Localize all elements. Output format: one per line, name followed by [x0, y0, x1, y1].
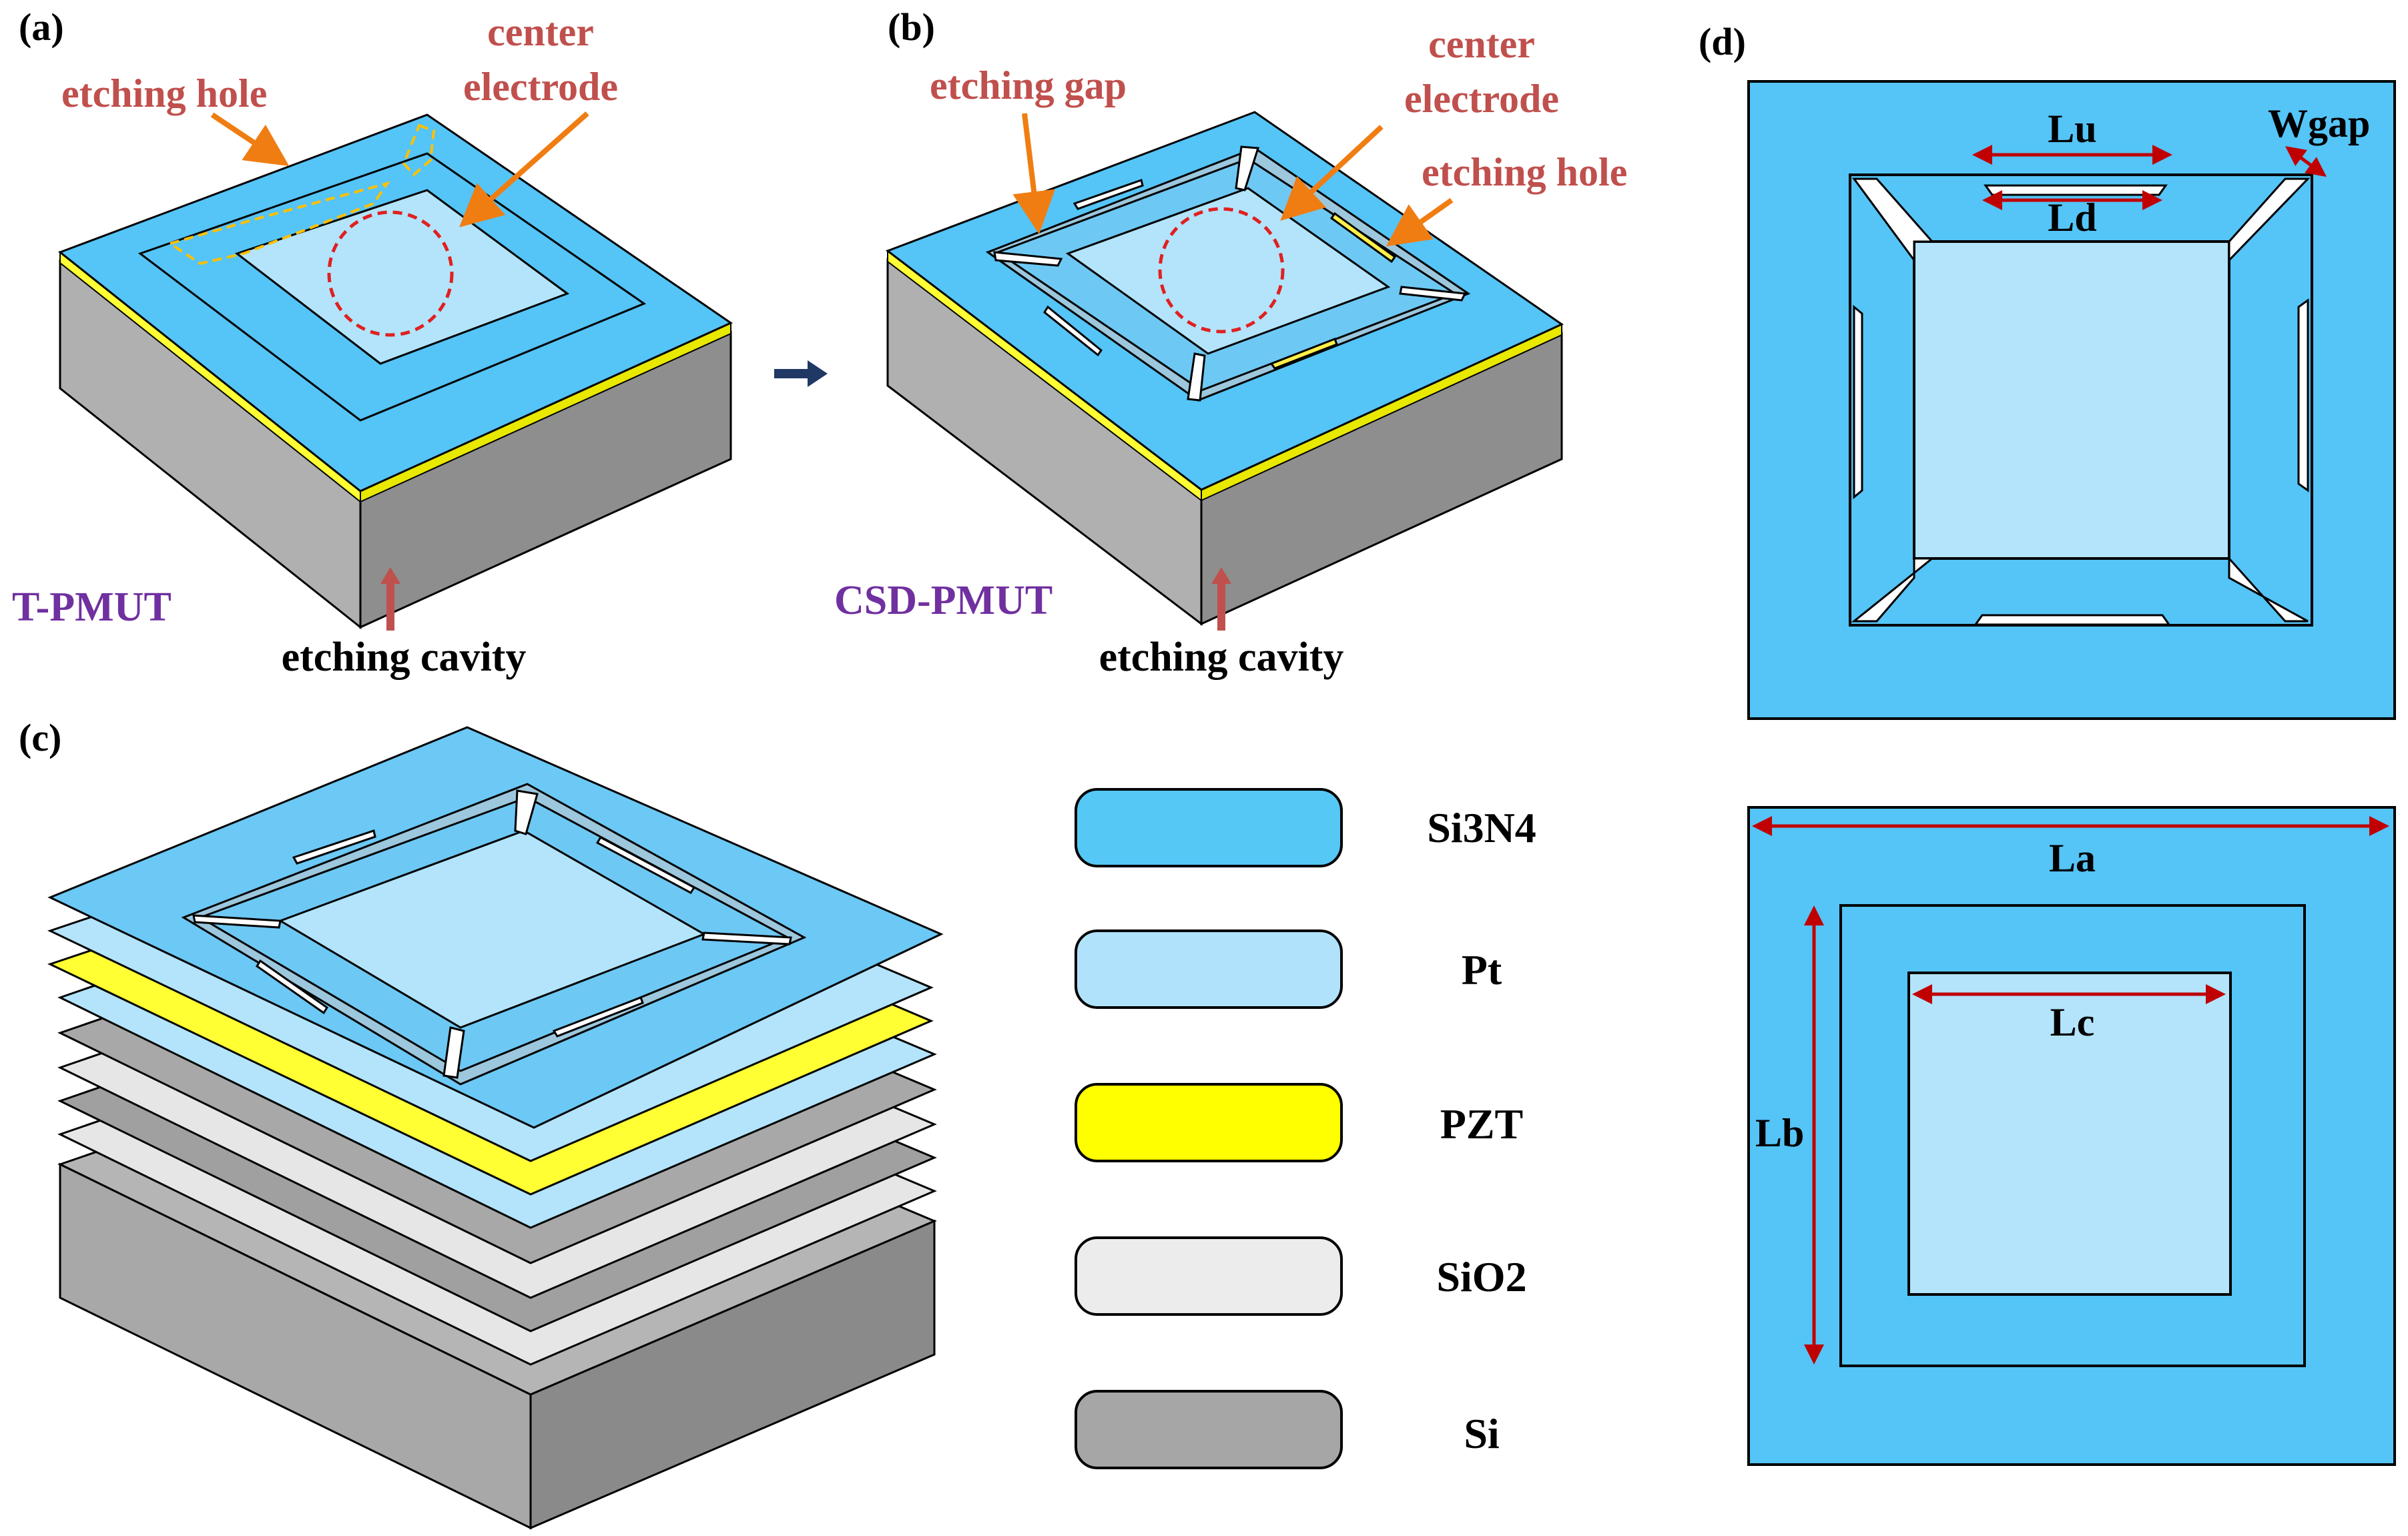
legend-swatch-pt: [1075, 929, 1343, 1009]
center-electrode-b-dashed: [1158, 207, 1285, 334]
dim-wgap-label: Wgap: [2268, 101, 2370, 145]
label-center-b-2: electrode: [1404, 77, 1559, 121]
dim-lb-label: Lb: [1755, 1111, 1804, 1155]
label-cavity-b: etching cavity: [1099, 635, 1344, 680]
legend-label-pzt: PZT: [1440, 1100, 1523, 1148]
legend-swatch-si: [1075, 1390, 1343, 1469]
label-center-b-1: center: [1428, 22, 1535, 66]
arrow-etching-gap-b: [1012, 113, 1055, 234]
chip-a-inner-frame: [137, 152, 647, 422]
panel-d: (d) Lu Ld Wgap La Lb: [1699, 20, 2396, 1466]
panel-c-label: (c): [19, 716, 61, 759]
label-etching-hole-a: etching hole: [61, 71, 267, 115]
chip-a-center-electrode: [234, 189, 570, 365]
dim-la-label: La: [2049, 836, 2096, 880]
panel-b-label: (b): [888, 5, 935, 49]
panel-b: (b) etching gap center electrode etching…: [834, 5, 1627, 680]
stack-top-gaps: [192, 789, 792, 1079]
panel-a-label: (a): [19, 5, 64, 49]
dim-wgap-arrow: [2285, 146, 2327, 177]
legend-swatch-pzt: [1075, 1083, 1343, 1162]
panel-d-label: (d): [1699, 20, 1746, 63]
arrow-etching-hole-a: [210, 112, 290, 166]
arrow-center-b: [1280, 125, 1384, 221]
center-electrode-a-dashed: [327, 210, 454, 337]
device-name-a: T-PMUT: [12, 585, 172, 630]
stack-si-right: [529, 1219, 936, 1530]
arrow-cavity-a-head: [380, 567, 400, 584]
dim-lu-label: Lu: [2048, 107, 2096, 151]
arrow-center-a: [459, 111, 589, 228]
etching-hole-a-right: [402, 123, 436, 177]
etching-hole-a-left: [167, 181, 390, 266]
label-center-a-1: center: [487, 10, 594, 54]
topview-csd-gaps: [1851, 177, 2311, 626]
label-cavity-a: etching cavity: [282, 635, 527, 680]
legend-label-si: Si: [1464, 1410, 1499, 1457]
label-center-a-2: electrode: [463, 65, 618, 109]
legend-label-sio2: SiO2: [1436, 1253, 1526, 1300]
device-name-b: CSD-PMUT: [834, 578, 1052, 623]
legend: Si3N4 Pt PZT SiO2 Si: [1075, 788, 1536, 1469]
arrow-etching-hole-b: [1386, 198, 1454, 247]
legend-label-si3n4: Si3N4: [1427, 804, 1536, 851]
panel-a: (a) etching hole center electrode T-PMUT…: [12, 5, 733, 680]
legend-swatch-sio2: [1075, 1236, 1343, 1316]
panel-c: (c): [19, 716, 944, 1530]
dim-ld-label: Ld: [2048, 196, 2096, 240]
legend-label-pt: Pt: [1462, 946, 1502, 994]
chip-b-center-electrode: [1065, 187, 1391, 355]
dim-lc-label: Lc: [2050, 1000, 2095, 1044]
label-etching-gap-b: etching gap: [930, 63, 1127, 107]
label-etching-hole-b: etching hole: [1422, 150, 1627, 194]
transition-arrow: [774, 360, 828, 387]
legend-swatch-si3n4: [1075, 788, 1343, 867]
topview-csd-center: [1913, 240, 2230, 560]
topview-t-center: [1907, 972, 2232, 1296]
arrow-cavity-b-head: [1211, 567, 1231, 584]
etching-gaps-b: [993, 145, 1467, 402]
